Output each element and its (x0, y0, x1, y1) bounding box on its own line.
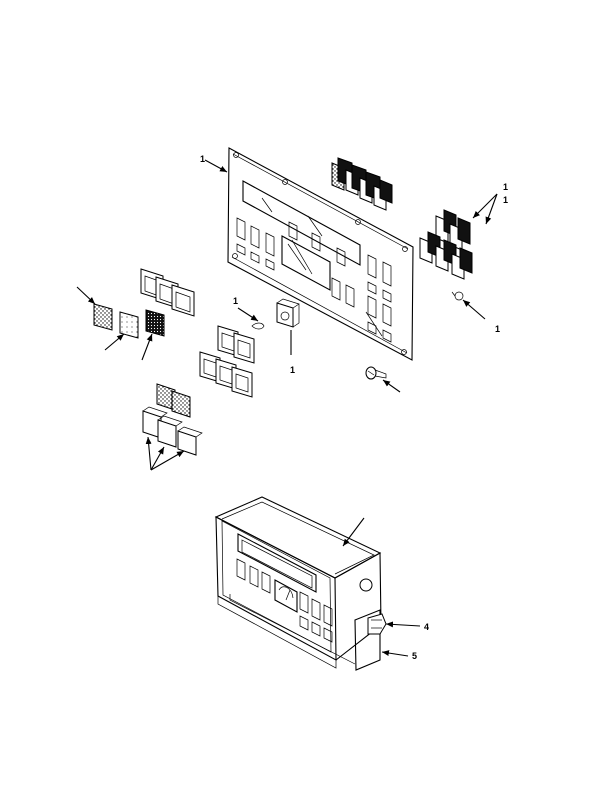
switch-cap-group-right (419, 209, 473, 280)
switch-frame-group-middle (199, 325, 255, 398)
leader-5 (381, 650, 409, 657)
switch-cap-group-top (331, 157, 393, 211)
callout-knob: 1 (233, 296, 238, 306)
leader-switch-right-b (485, 193, 498, 225)
leader-switch-right-a (472, 193, 498, 219)
leader-assembly (342, 517, 365, 547)
callout-5: 5 (412, 651, 417, 661)
leader-lens-1 (76, 286, 96, 305)
small-clip (251, 322, 265, 330)
leader-knob (237, 307, 259, 322)
leader-pin (462, 299, 486, 320)
leader-4 (385, 621, 421, 628)
pin (451, 291, 464, 301)
button-caps-lower (142, 406, 203, 456)
indicator-knob (276, 298, 300, 328)
callout-4: 4 (424, 622, 429, 632)
callout-pin: 1 (495, 324, 500, 334)
switch-frame-group-left (140, 268, 195, 317)
lens-pair-lower (156, 383, 191, 418)
leader-panel (204, 159, 228, 173)
leader-button-3 (150, 450, 185, 471)
leader-button-1 (145, 436, 152, 471)
front-panel (227, 147, 414, 361)
control-box-assembly (214, 496, 382, 671)
mounting-screw (365, 366, 387, 380)
bracket-knob (367, 613, 387, 635)
leader-lens-3 (141, 333, 153, 361)
callout-switch-right: 1 (503, 182, 508, 192)
callout-switch-right-2: 1 (503, 195, 508, 205)
callout-panel: 1 (200, 154, 205, 164)
leader-screw (382, 379, 401, 393)
lens-caps-left (93, 303, 165, 339)
leader-button-2 (150, 446, 165, 471)
leader-lens-2 (104, 333, 125, 351)
callout-knob-label: 1 (290, 365, 295, 375)
